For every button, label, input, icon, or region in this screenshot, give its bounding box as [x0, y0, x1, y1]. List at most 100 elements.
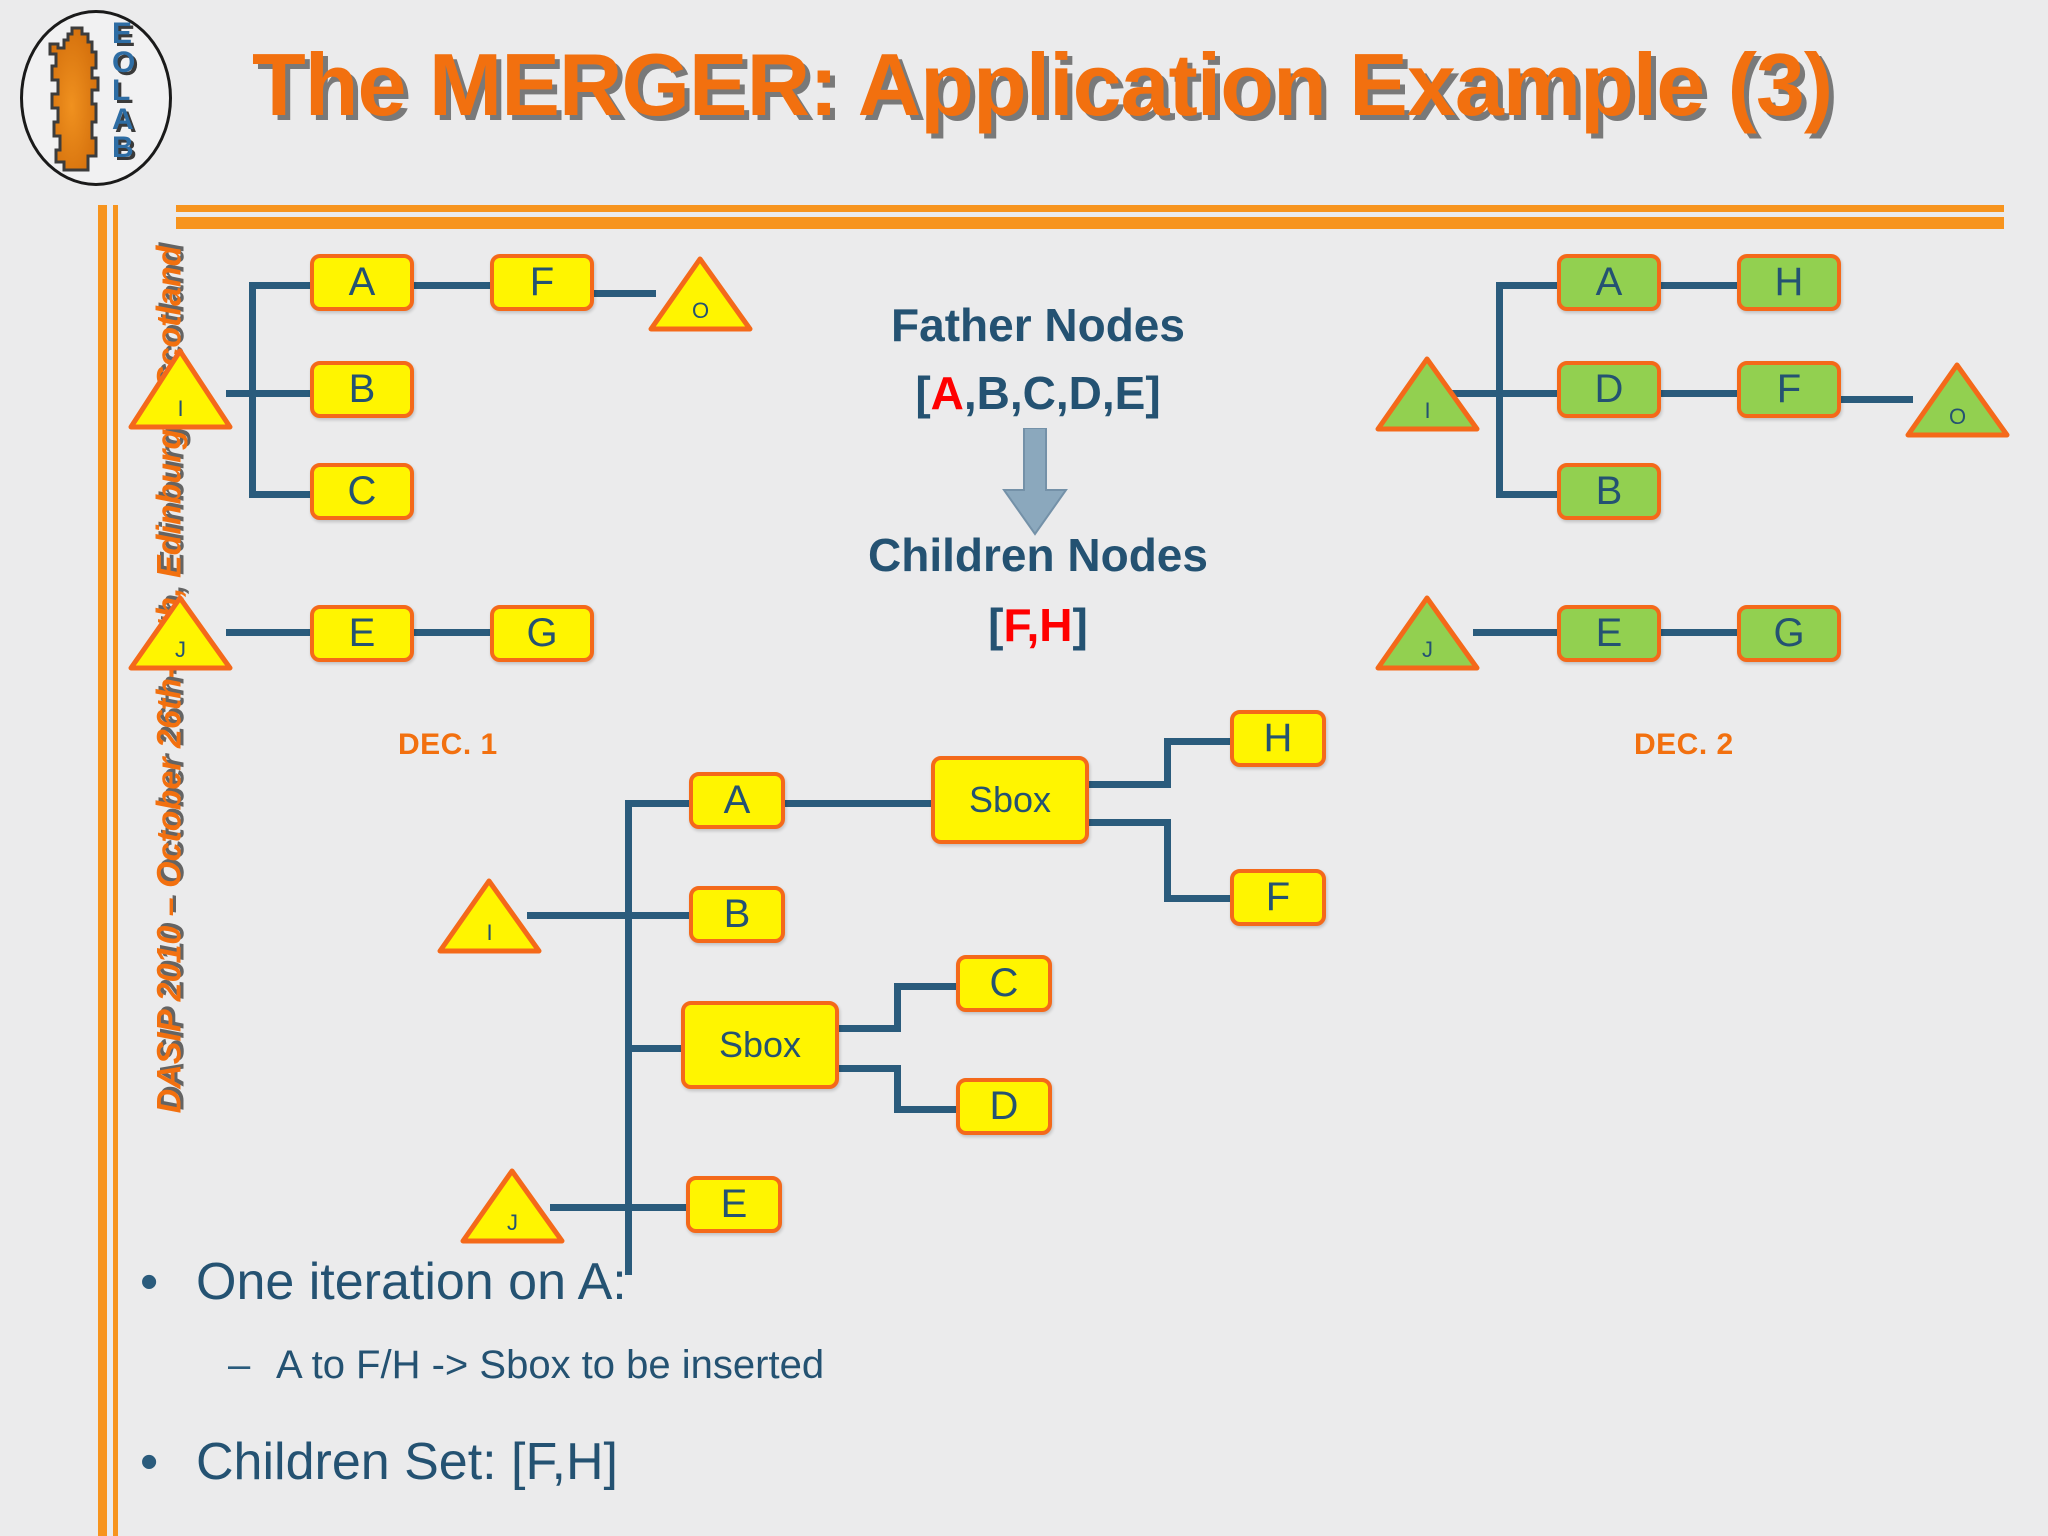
- dec2-node-a-label: A: [1595, 260, 1623, 304]
- merged-line-sbox1-to-f-h2: [1164, 895, 1230, 902]
- dec2-caption: DEC. 2: [1634, 728, 1734, 761]
- merged-node-c: C: [956, 955, 1052, 1012]
- dec2-line-spine-to-b: [1496, 491, 1557, 498]
- merged-input-node-j: J: [460, 1168, 565, 1244]
- dec1-node-b: B: [310, 361, 414, 418]
- merged-line-spine-to-a: [625, 800, 689, 807]
- father-set-bracket-open: [: [915, 367, 931, 419]
- dec1-node-e: E: [310, 605, 414, 662]
- dec1-line-spine-to-a: [249, 282, 310, 289]
- merged-input-node-i: I: [437, 878, 542, 954]
- dec1-node-f-label: F: [529, 260, 555, 304]
- dec1-line-f-to-o: [584, 290, 656, 297]
- merged-line-sbox2-to-c-v: [894, 983, 901, 1032]
- father-nodes-set: [A,B,C,D,E]: [868, 366, 1208, 420]
- bullet-text-2: A to F/H -> Sbox to be inserted: [276, 1343, 825, 1387]
- logo-letter-l: L: [112, 74, 131, 107]
- children-set-bracket-open: [: [988, 599, 1004, 651]
- dec2-node-d-label: D: [1594, 367, 1624, 411]
- bullet-glyph-3: •: [140, 1433, 159, 1491]
- father-set-rest: ,B,C,D,E: [963, 367, 1146, 419]
- bullet-item-3: • Children Set: [F,H]: [140, 1432, 618, 1492]
- merged-line-spine-to-sbox2: [625, 1045, 681, 1052]
- left-accent-bar-thin: [113, 205, 118, 1536]
- dec2-line-f-to-o: [1841, 396, 1913, 403]
- merged-node-h: H: [1230, 710, 1326, 767]
- logo-letter-a: A: [112, 102, 134, 136]
- merged-line-sbox1-to-f-v: [1164, 819, 1171, 902]
- merged-line-sbox2-to-d-v: [894, 1065, 901, 1113]
- dec1-node-a-label: A: [348, 260, 376, 304]
- logo-letters: E O L A B: [112, 17, 156, 164]
- merged-line-sbox1-to-h-v: [1164, 738, 1171, 788]
- dec2-input-node-j: J: [1375, 595, 1480, 671]
- merged-node-a-label: A: [723, 778, 751, 822]
- merged-node-sbox-top-label: Sbox: [968, 779, 1052, 820]
- dec1-line-i-to-spine: [226, 390, 310, 397]
- dec2-node-a: A: [1557, 254, 1661, 311]
- dec2-node-h: H: [1737, 254, 1841, 311]
- dec1-node-f: F: [490, 254, 594, 311]
- merged-line-sbox1-to-h-h2: [1164, 738, 1230, 745]
- merged-line-a-to-sbox1: [785, 800, 931, 807]
- dec2-line-j-to-e: [1473, 629, 1557, 636]
- dec1-node-g-label: G: [526, 611, 558, 655]
- children-nodes-title: Children Nodes: [868, 529, 1208, 581]
- merged-node-sbox-bottom: Sbox: [681, 1001, 839, 1089]
- children-set-highlight: F,H: [1003, 599, 1073, 651]
- children-set-bracket-close: ]: [1072, 599, 1088, 651]
- merged-node-h-label: H: [1263, 716, 1293, 760]
- title-divider-thin: [176, 205, 2004, 212]
- merged-line-sbox2-to-c-h2: [894, 983, 956, 990]
- merged-line-sbox1-to-f-h1: [1089, 819, 1171, 826]
- merged-node-sbox-top: Sbox: [931, 756, 1089, 844]
- dec2-output-node-o: O: [1905, 362, 2010, 438]
- dec2-line-d-to-f: [1661, 390, 1737, 397]
- merged-node-c-label: C: [989, 961, 1019, 1005]
- dec2-input-node-i: I: [1375, 356, 1480, 432]
- dec1-input-node-i: I: [128, 348, 233, 430]
- bullet-item-1: • One iteration on A:: [140, 1252, 627, 1312]
- dec2-node-g: G: [1737, 605, 1841, 662]
- logo-letter-e: E: [112, 17, 133, 50]
- merged-spine: [625, 800, 632, 1275]
- eolab-logo: E O L A B: [12, 4, 176, 194]
- page-title: The MERGER: Application Example (3): [252, 35, 1833, 134]
- dec2-node-b-label: B: [1595, 469, 1623, 513]
- conference-footer-text: DASIP 2010 – October 26th-28th, Edinburg…: [150, 245, 189, 1114]
- dec2-node-f-label: F: [1776, 367, 1802, 411]
- merged-line-i-to-spine: [527, 912, 689, 919]
- logo-letter-o: O: [112, 45, 136, 79]
- dec1-node-c-label: C: [347, 469, 377, 513]
- merged-node-a: A: [689, 772, 785, 829]
- merged-line-sbox2-to-d-h2: [894, 1106, 956, 1113]
- father-nodes-title: Father Nodes: [891, 299, 1185, 351]
- father-set-bracket-close: ]: [1145, 367, 1161, 419]
- dec1-input-node-j: J: [128, 595, 233, 671]
- bullet-glyph-1: •: [140, 1253, 159, 1311]
- logo-letter-b: B: [112, 131, 134, 164]
- dec2-node-h-label: H: [1774, 260, 1804, 304]
- dec2-node-g-label: G: [1773, 611, 1805, 655]
- merged-node-d: D: [956, 1078, 1052, 1135]
- father-set-highlight: A: [930, 367, 964, 419]
- merged-line-sbox1-to-h-h1: [1089, 781, 1171, 788]
- merged-node-e: E: [686, 1176, 782, 1233]
- dec1-line-a-to-f: [414, 282, 490, 289]
- dec2-node-e-label: E: [1595, 611, 1623, 655]
- bullet-glyph-2: –: [228, 1343, 251, 1387]
- dec2-node-b: B: [1557, 463, 1661, 520]
- dec1-node-a: A: [310, 254, 414, 311]
- dec2-line-e-to-g: [1661, 629, 1737, 636]
- dec2-node-f: F: [1737, 361, 1841, 418]
- dec1-caption: DEC. 1: [398, 728, 498, 761]
- merged-node-f-label: F: [1265, 875, 1291, 919]
- merged-node-e-label: E: [720, 1182, 748, 1226]
- merged-node-b: B: [689, 886, 785, 943]
- bullet-text-3: Children Set: [F,H]: [196, 1433, 618, 1491]
- down-arrow-icon: [1000, 427, 1070, 536]
- merged-line-sbox2-to-d-h1: [839, 1065, 901, 1072]
- dec2-node-e: E: [1557, 605, 1661, 662]
- dec1-line-spine-to-c: [249, 491, 310, 498]
